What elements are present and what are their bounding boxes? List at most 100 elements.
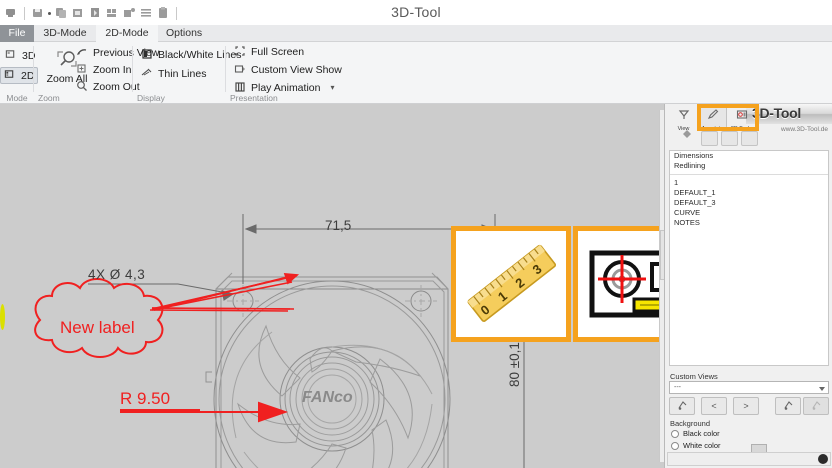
background-option-white-label: White color — [683, 441, 721, 450]
ribbon-group-label-display: Display — [137, 93, 165, 103]
align-left-icon[interactable] — [701, 131, 718, 146]
annotate-tool-callout: 0 1 2 3 — [451, 226, 571, 342]
full-screen-icon — [234, 45, 247, 58]
background-option-white[interactable]: White color — [671, 441, 721, 450]
mode-3d-button[interactable]: 3D — [2, 48, 38, 63]
zoom-in-item[interactable]: Zoom In — [76, 63, 132, 76]
tab-2d-mode[interactable]: 2D-Mode — [96, 25, 158, 42]
next-view-button[interactable]: > — [733, 397, 759, 415]
clipboard-icon[interactable] — [156, 6, 170, 20]
tree-item-notes[interactable]: NOTES — [674, 218, 700, 227]
diamond-icon — [683, 125, 691, 138]
radio-white-icon[interactable] — [671, 441, 679, 450]
canvas-vertical-scrollbar-track[interactable] — [659, 110, 666, 462]
zoom-in-label: Zoom In — [93, 63, 132, 76]
cloud-leader-arrow — [153, 276, 289, 311]
pencil-icon — [707, 107, 719, 125]
title-bar: 3D-Tool — [0, 0, 832, 26]
grid-icon[interactable] — [139, 6, 153, 20]
brand-logo: 3D-Tool — [746, 104, 832, 124]
annotation-toolbar[interactable] — [701, 131, 759, 147]
align-right-icon[interactable] — [741, 131, 758, 146]
tab-file[interactable]: File — [0, 25, 34, 42]
ribbon: 3D 2D Mode — [0, 42, 832, 104]
dropdown-caret[interactable] — [48, 11, 51, 15]
tree-item-dimensions[interactable]: Dimensions — [674, 151, 714, 160]
zoom-all-button[interactable]: Zoom All — [40, 46, 94, 85]
redlining-cloud — [34, 278, 164, 358]
delete-view-button[interactable] — [803, 397, 829, 415]
ribbon-group-zoom: Zoom All Previous View Zoom In Zoom Out — [34, 42, 159, 104]
zoom-in-icon — [76, 63, 89, 76]
ribbon-group-presentation: Full Screen Custom View Show Play Animat… — [226, 42, 342, 104]
thin-lines-item[interactable]: Thin Lines — [141, 67, 206, 80]
panel-tab-view[interactable]: View — [669, 106, 698, 132]
zoom-out-item[interactable]: Zoom Out — [76, 80, 140, 93]
mode-2d-button[interactable]: 2D — [0, 67, 39, 84]
dimension-width-label: 71,5 — [325, 218, 352, 233]
full-screen-item[interactable]: Full Screen — [234, 45, 304, 58]
brand-logo-text: 3D-Tool — [752, 105, 801, 121]
qat-separator-2 — [176, 6, 177, 20]
annotation-tree[interactable]: Dimensions Redlining 1 DEFAULT_1 DEFAULT… — [669, 150, 829, 366]
tree-item-curve[interactable]: CURVE — [674, 208, 701, 217]
tree-item-root[interactable]: 1 — [674, 178, 679, 187]
chevron-down-icon[interactable] — [819, 387, 825, 391]
radius-annotation-label: R 9.50 — [120, 389, 171, 408]
previous-view-button[interactable]: < — [701, 397, 727, 415]
align-center-icon[interactable] — [721, 131, 738, 146]
plane-icon — [4, 69, 17, 82]
previous-view-icon — [76, 46, 89, 59]
fan-hub-logo: FANco — [302, 389, 353, 406]
play-animation-dropdown-icon[interactable]: ▾ — [330, 83, 335, 92]
view-icon — [678, 107, 690, 125]
paste-icon[interactable] — [71, 6, 85, 20]
save-icon[interactable] — [31, 6, 45, 20]
layout-icon[interactable] — [105, 6, 119, 20]
delete-view-icon — [811, 400, 822, 413]
ribbon-group-label-presentation: Presentation — [230, 93, 278, 103]
redlining-cloud-label: New label — [60, 318, 135, 337]
tree-item-redlining[interactable]: Redlining — [674, 161, 706, 170]
panel-tabs-highlight — [697, 104, 759, 131]
tree-item-default-3[interactable]: DEFAULT_3 — [674, 198, 716, 207]
tree-item-default-1[interactable]: DEFAULT_1 — [674, 188, 716, 197]
panel-tab-view-label: View — [677, 126, 690, 132]
zoom-out-icon — [76, 80, 89, 93]
magnifier-expand-icon — [54, 46, 80, 72]
background-option-black[interactable]: Black color — [671, 429, 720, 438]
custom-views-label: Custom Views — [670, 372, 718, 381]
drawing-canvas[interactable]: 71,5 4X Ø 4,3 80 ±0,1 New label R 9.50 F… — [0, 104, 664, 468]
status-indicator-dot — [818, 454, 828, 464]
hole-callout-label: 4X Ø 4,3 — [88, 267, 146, 282]
export-icon[interactable] — [88, 6, 102, 20]
add-view-icon — [677, 400, 688, 413]
play-animation-item[interactable]: Play Animation ▾ — [234, 81, 334, 94]
black-white-lines-item[interactable]: Black/White Lines — [141, 48, 241, 61]
ruler-icon: 0 1 2 3 — [467, 244, 557, 322]
black-white-lines-label: Black/White Lines — [158, 48, 242, 61]
group-divider-3 — [225, 46, 226, 92]
ribbon-group-mode: 3D 2D Mode — [0, 42, 39, 104]
radio-black-icon[interactable] — [671, 429, 679, 438]
thin-lines-label: Thin Lines — [158, 67, 207, 80]
edit-view-button[interactable] — [775, 397, 801, 415]
2d-tools-icon — [736, 107, 748, 125]
dimension-height-label: 80 ±0,1 — [507, 342, 522, 387]
share-icon[interactable] — [122, 6, 136, 20]
zoom-all-label: Zoom All — [46, 73, 88, 85]
group-divider-2 — [132, 46, 133, 92]
quick-access-toolbar[interactable] — [4, 3, 180, 23]
tab-3d-mode[interactable]: 3D-Mode — [43, 27, 87, 39]
custom-view-show-item[interactable]: Custom View Show — [234, 63, 342, 76]
custom-view-show-icon — [234, 63, 247, 76]
custom-views-select[interactable]: --- — [669, 381, 829, 394]
thin-lines-icon — [141, 67, 154, 80]
tab-options[interactable]: Options — [166, 27, 203, 39]
left-edge-highlight — [0, 304, 5, 330]
background-option-black-label: Black color — [683, 429, 720, 438]
app-icon[interactable] — [4, 6, 18, 20]
add-view-button[interactable] — [669, 397, 695, 415]
copy-icon[interactable] — [54, 6, 68, 20]
